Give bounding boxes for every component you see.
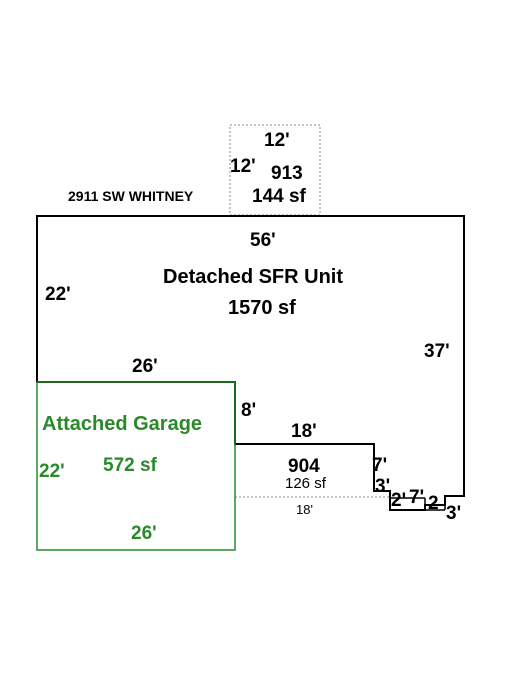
main-seg-d-dim: 7' [409, 487, 425, 508]
main-seg-a-dim: 7' [372, 455, 388, 476]
main-left-dim: 22' [45, 284, 71, 305]
garage-area: 572 sf [103, 455, 157, 476]
area-904-area: 126 sf [285, 475, 326, 492]
main-step-dim: 8' [241, 400, 257, 421]
main-top-dim: 56' [250, 230, 276, 251]
area-904-code: 904 [288, 456, 320, 477]
main-seg-c-dim: 2' [391, 490, 407, 511]
garage-outline [36, 381, 236, 551]
area-913-top-dim: 12' [264, 130, 290, 151]
main-area: 1570 sf [228, 297, 296, 319]
main-seg-e-dim: 2 [428, 493, 439, 514]
main-right-dim: 37' [424, 341, 450, 362]
main-inner-bottom-dim: 26' [132, 356, 158, 377]
area-913-left-dim: 12' [230, 156, 256, 177]
main-seg-f-dim: 3' [446, 503, 462, 524]
area-913-code: 913 [271, 163, 303, 184]
area-913-area: 144 sf [252, 186, 306, 207]
garage-name: Attached Garage [42, 413, 203, 435]
main-house-outline [36, 215, 465, 511]
garage-left-dim: 22' [39, 461, 65, 482]
garage-bottom-dim: 26' [131, 523, 157, 544]
main-name: Detached SFR Unit [163, 266, 344, 288]
main-seg-b-dim: 3' [375, 476, 391, 497]
address-label: 2911 SW WHITNEY [68, 188, 194, 204]
main-lower-dim: 18' [291, 421, 317, 442]
area-904-bottom-dim: 18' [296, 502, 313, 517]
